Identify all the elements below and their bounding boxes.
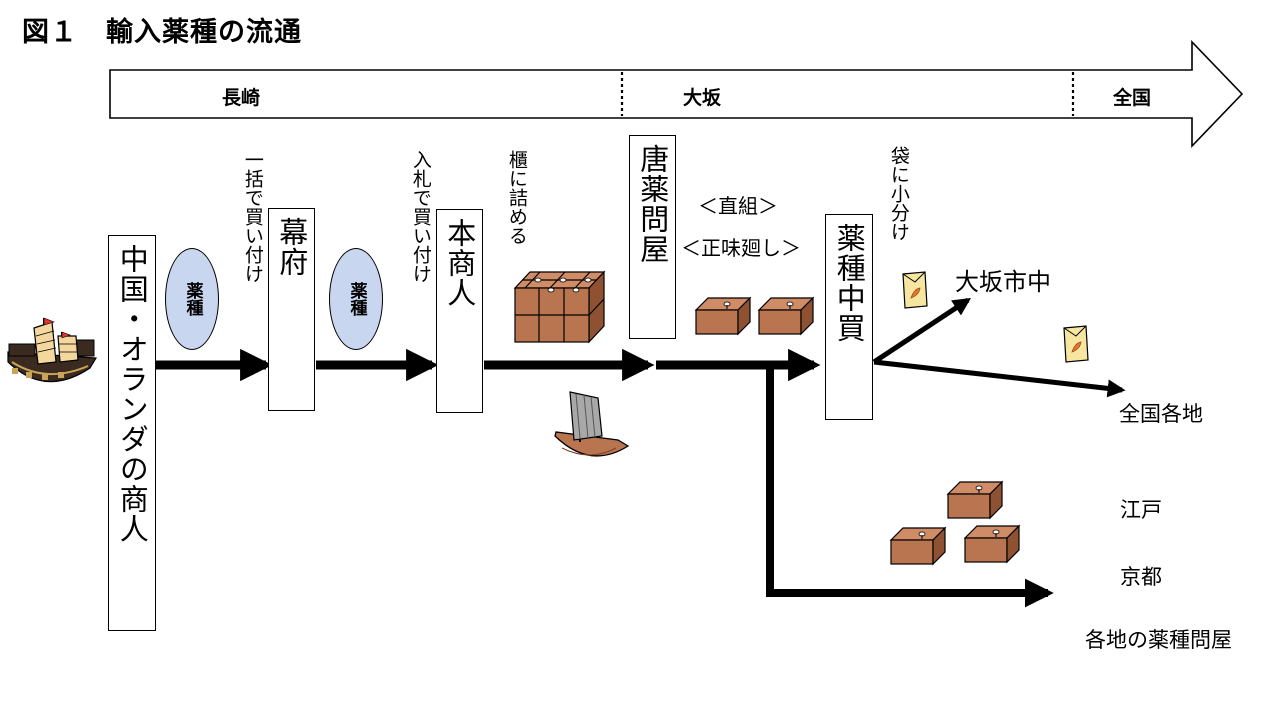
- box-bakufu: 幕府: [268, 208, 315, 411]
- chest-illustration-2: [758, 297, 814, 335]
- destination-osaka-city: 大坂市中: [955, 268, 1051, 296]
- chest-stack-illustration: [513, 270, 606, 344]
- timeline-arrow: [109, 40, 1244, 148]
- yakushu-badge-1: 薬種: [165, 248, 219, 350]
- annotation-bid-buy: 入札で買い付け: [409, 150, 432, 283]
- annotation-shoumi-mawashi: ＜正味廻し＞: [681, 236, 801, 260]
- flow-arrow-regional: [766, 365, 1054, 608]
- box-label: 唐薬問屋: [635, 144, 670, 264]
- box-label: 幕府: [274, 217, 309, 277]
- box-label: 薬種中買: [832, 223, 867, 343]
- destination-kyoto: 京都: [1120, 565, 1162, 589]
- timeline-label-osaka: 大坂: [683, 87, 722, 109]
- yakushu-badge-2: 薬種: [329, 248, 383, 350]
- annotation-pack-chest: 櫃に詰める: [505, 150, 528, 245]
- timeline-label-zenkoku: 全国: [1113, 87, 1152, 109]
- box-chinese-dutch-merchants: 中国・オランダの商人: [108, 235, 156, 631]
- destination-regional-wholesalers: 各地の薬種問屋: [1085, 628, 1232, 652]
- figure-number: 図１: [22, 17, 78, 48]
- chest-illustration-1: [695, 297, 751, 335]
- annotation-small-bags: 袋に小分け: [887, 146, 910, 241]
- destination-nationwide: 全国各地: [1119, 402, 1203, 426]
- badge-label: 薬種: [346, 282, 367, 316]
- figure-title: 輸入薬種の流通: [106, 17, 302, 48]
- junk-ship-illustration: [7, 317, 98, 383]
- timeline-label-nagasaki: 長崎: [222, 87, 261, 109]
- page-title: 図１ 輸入薬種の流通: [22, 10, 302, 49]
- box-karayaku-donya: 唐薬問屋: [629, 135, 676, 339]
- badge-label: 薬種: [182, 282, 203, 316]
- box-label: 中国・オランダの商人: [115, 244, 150, 544]
- bag-illustration-1: [902, 271, 928, 309]
- box-label: 本商人: [442, 218, 477, 308]
- annotation-bulk-buy: 一括で買い付け: [241, 150, 264, 283]
- flow-arrow-osaka-city: [872, 297, 972, 365]
- sailboat-illustration: [554, 391, 630, 457]
- destination-edo: 江戸: [1120, 498, 1162, 522]
- bag-illustration-2: [1063, 325, 1089, 363]
- chest-illustration-5: [964, 525, 1020, 563]
- box-honshonin: 本商人: [436, 209, 483, 413]
- annotation-jikigumi: ＜直組＞: [698, 194, 778, 218]
- flow-arrow-nationwide: [873, 359, 1126, 398]
- chest-illustration-4: [890, 527, 946, 565]
- chest-illustration-3: [947, 481, 1003, 519]
- box-yakushu-nakagai: 薬種中買: [825, 214, 873, 420]
